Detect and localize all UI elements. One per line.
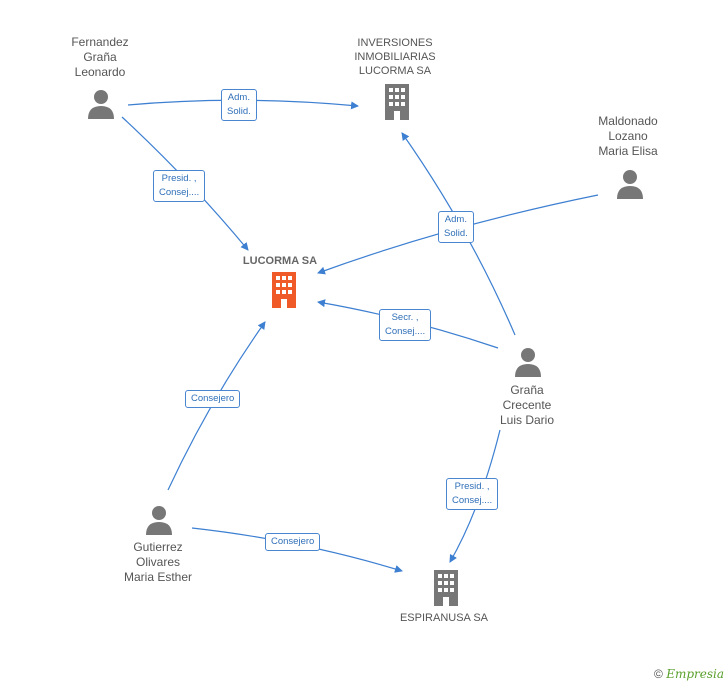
- building-icon[interactable]: [381, 84, 413, 120]
- node-label-inversiones[interactable]: INVERSIONES INMOBILIARIAS LUCORMA SA: [354, 37, 436, 77]
- edge-label-secr-consej[interactable]: Secr. , Consej....: [379, 309, 432, 341]
- node-label-espiranusa[interactable]: ESPIRANUSA SA: [399, 612, 489, 624]
- edge-label-consejero[interactable]: Consejero: [185, 390, 241, 408]
- person-icon[interactable]: [616, 169, 644, 199]
- edge-label-presid-consej[interactable]: Presid. , Consej....: [153, 170, 206, 202]
- person-icon[interactable]: [145, 505, 173, 535]
- copyright-symbol: ©: [654, 667, 663, 681]
- node-label-maldonado[interactable]: Maldonado Lozano Maria Elisa: [598, 114, 658, 158]
- edge-label-adm-solid[interactable]: Adm. Solid.: [221, 89, 257, 121]
- footer: © Empresia: [654, 667, 724, 681]
- node-label-gutierrez[interactable]: Gutierrez Olivares Maria Esther: [123, 540, 193, 584]
- edge-label-consejero[interactable]: Consejero: [265, 533, 321, 551]
- brand-logo[interactable]: Empresia: [666, 667, 724, 681]
- building-icon[interactable]: [430, 570, 462, 606]
- building-icon[interactable]: [268, 272, 300, 308]
- person-icon[interactable]: [514, 347, 542, 377]
- node-label-fernandez[interactable]: Fernandez Graña Leonardo: [71, 35, 129, 79]
- person-icon[interactable]: [87, 89, 115, 119]
- node-label-grana[interactable]: Graña Crecente Luis Dario: [499, 383, 555, 427]
- node-label-lucorma[interactable]: LUCORMA SA: [242, 255, 318, 267]
- edge-label-presid-consej[interactable]: Presid. , Consej....: [446, 478, 499, 510]
- edge-label-adm-solid[interactable]: Adm. Solid.: [438, 211, 474, 243]
